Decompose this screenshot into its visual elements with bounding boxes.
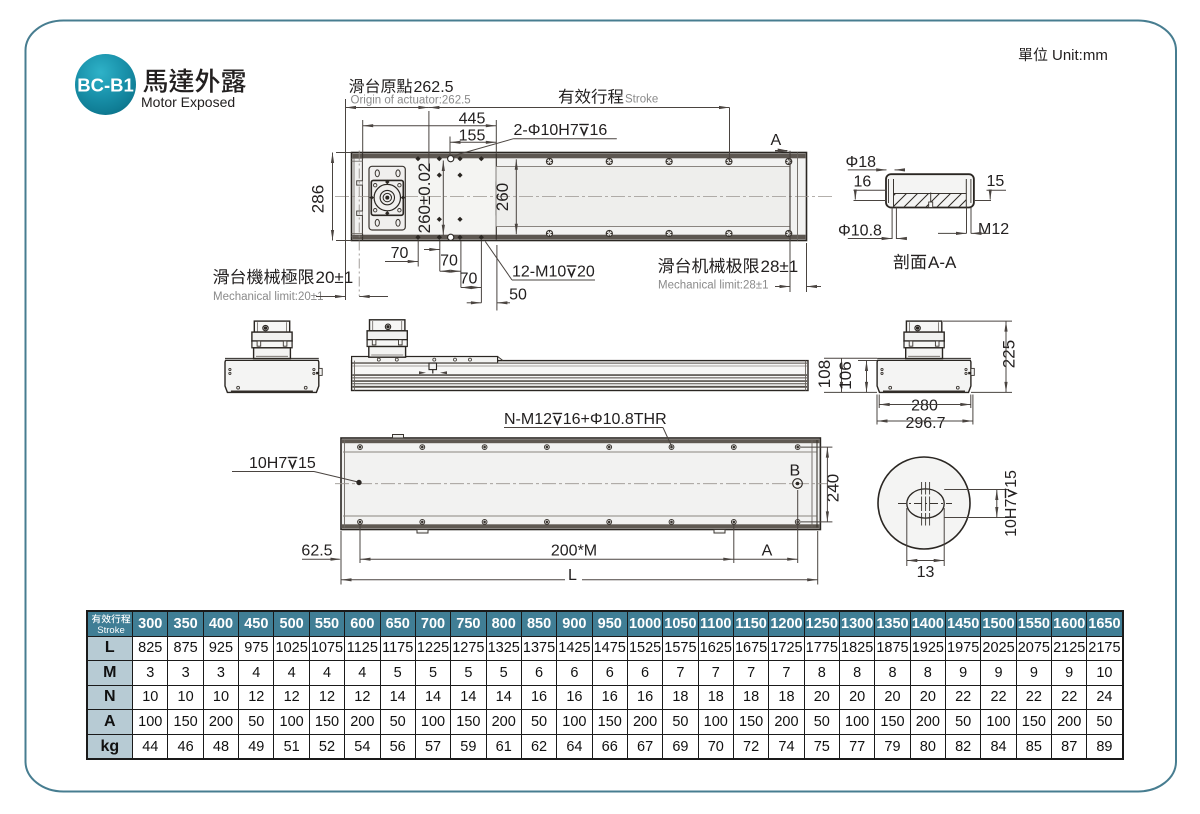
svg-text:15: 15 [298, 455, 316, 472]
svg-text:260: 260 [493, 183, 512, 211]
svg-text:Stroke: Stroke [625, 94, 658, 106]
svg-text:N-M12: N-M12 [504, 411, 552, 428]
svg-text:260±0.02: 260±0.02 [415, 163, 434, 234]
svg-text:B: B [790, 463, 801, 480]
svg-text:62.5: 62.5 [301, 543, 332, 560]
svg-text:M12: M12 [978, 221, 1009, 238]
svg-text:A: A [771, 132, 782, 149]
svg-text:155: 155 [459, 127, 486, 144]
svg-text:Mechanical limit:20±1: Mechanical limit:20±1 [213, 291, 324, 303]
svg-text:Stroke: Stroke [97, 625, 124, 636]
svg-text:15: 15 [987, 173, 1005, 190]
svg-text:A-A: A-A [928, 253, 957, 272]
svg-text:A: A [762, 543, 773, 560]
svg-text:10H7: 10H7 [1003, 499, 1020, 537]
svg-text:20±1: 20±1 [316, 268, 354, 287]
svg-text:106: 106 [836, 361, 855, 389]
svg-text:Origin of actuator:262.5: Origin of actuator:262.5 [351, 95, 471, 107]
svg-text:13: 13 [917, 564, 935, 581]
svg-text:70: 70 [391, 245, 409, 262]
svg-text:262.5: 262.5 [414, 79, 454, 96]
svg-text:286: 286 [309, 185, 328, 213]
svg-text:445: 445 [459, 111, 486, 128]
svg-text:296.7: 296.7 [905, 415, 945, 432]
svg-text:16+Φ10.8THR: 16+Φ10.8THR [563, 411, 667, 428]
svg-text:280: 280 [911, 398, 938, 415]
svg-text:BC-B1: BC-B1 [77, 75, 134, 96]
svg-text:2-Φ10H7: 2-Φ10H7 [514, 122, 579, 139]
svg-text:12-M10: 12-M10 [512, 264, 566, 281]
svg-text:15: 15 [1003, 470, 1020, 488]
svg-text:16: 16 [590, 122, 608, 139]
svg-text:70: 70 [460, 271, 478, 288]
svg-text:Φ18: Φ18 [846, 154, 877, 171]
svg-text:10H7: 10H7 [249, 455, 287, 472]
svg-text:70: 70 [440, 253, 458, 270]
svg-text:28±1: 28±1 [761, 257, 799, 276]
svg-text:240: 240 [824, 474, 843, 502]
svg-text:Φ10.8: Φ10.8 [838, 223, 882, 240]
svg-text:Unit:mm: Unit:mm [1052, 47, 1108, 64]
svg-text:20: 20 [577, 264, 595, 281]
svg-text:16: 16 [854, 174, 872, 191]
svg-text:Motor Exposed: Motor Exposed [141, 94, 235, 110]
svg-text:50: 50 [509, 287, 527, 304]
svg-text:Mechanical limit:28±1: Mechanical limit:28±1 [658, 280, 769, 292]
svg-text:225: 225 [1000, 340, 1019, 368]
svg-text:108: 108 [815, 360, 834, 388]
svg-text:200*M: 200*M [551, 543, 597, 560]
svg-text:L: L [568, 567, 577, 584]
